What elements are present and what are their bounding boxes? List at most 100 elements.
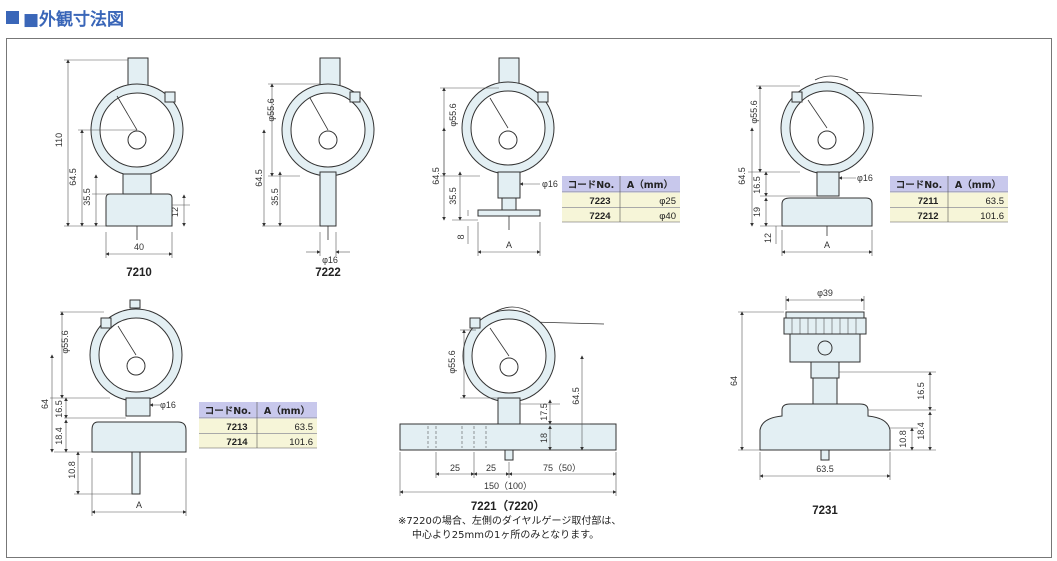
gauge-7213: φ55.6 64 16.5 18.4 10.8 φ16 A — [40, 299, 187, 516]
lever-7211 — [814, 75, 849, 81]
note-line-2: 中心より25mmの1ヶ所のみとなります。 — [412, 528, 599, 541]
dim-25-left: 25 — [450, 463, 460, 473]
clamp-7211 — [791, 91, 803, 103]
dim-35-5: 35.5 — [448, 187, 458, 205]
neck-7223 — [501, 197, 517, 211]
neck-7231 — [810, 361, 840, 379]
knob-7231 — [817, 340, 833, 356]
dim-phi16: φ16 — [322, 255, 338, 265]
sub-dial-7211 — [817, 130, 837, 150]
needle-7222 — [309, 97, 329, 131]
dim-phi55-6: φ55.6 — [448, 103, 458, 126]
gauge-7223: φ55.6 64.5 35.5 8 φ16 A — [431, 57, 558, 256]
plate-7223 — [477, 209, 541, 217]
cap-7213 — [129, 299, 141, 309]
dim-10-8: 10.8 — [67, 461, 77, 479]
clamp-7223 — [537, 91, 549, 103]
dim-19: 19 — [752, 207, 762, 217]
table-cell: φ25 — [659, 196, 676, 207]
holder-7221 — [497, 397, 521, 425]
extension-rod-7213 — [131, 451, 141, 495]
base-7211 — [781, 197, 873, 227]
rod-7222 — [319, 171, 337, 227]
needle-7223 — [489, 97, 509, 129]
dim-phi16: φ16 — [857, 173, 873, 183]
dim-40: 40 — [134, 242, 144, 252]
needle-7213 — [117, 325, 137, 356]
base-7213 — [91, 421, 187, 453]
sub-dial-7222 — [318, 130, 338, 150]
model-label-7231: 7231 — [812, 505, 838, 517]
needle-7210 — [116, 95, 138, 131]
base-bar-7221 — [399, 423, 617, 451]
table-7213-7214: コードNo. A（mm） 7213 63.5 7214 101.6 — [199, 402, 317, 449]
table-header-code: コードNo. — [205, 406, 252, 417]
base-7210 — [105, 193, 173, 227]
gauge-7211: φ55.6 64.5 16.5 19 12 φ16 A — [737, 75, 923, 256]
dim-phi16: φ16 — [160, 400, 176, 410]
model-label-7210: 7210 — [126, 267, 152, 279]
table-cell: 7213 — [226, 422, 247, 433]
table-header-code: コードNo. — [568, 180, 615, 191]
section-title: ■外観寸法図 — [23, 9, 125, 30]
bezel-top-7231 — [785, 311, 865, 319]
dim-phi39: φ39 — [817, 288, 833, 298]
table-cell: 7214 — [226, 437, 248, 448]
clamp-7213 — [100, 317, 112, 329]
gauge-7221: φ55.6 64.5 17.5 18 25 25 75（50） 150（100）… — [398, 306, 621, 541]
dim-35-5: 35.5 — [82, 188, 92, 206]
dim-110: 110 — [54, 133, 64, 147]
dim-75: 75（50） — [543, 463, 581, 473]
table-cell: 63.5 — [986, 196, 1005, 207]
dim-150: 150（100） — [484, 481, 532, 491]
dim-64-5: 64.5 — [254, 169, 264, 187]
holder-7211 — [816, 171, 840, 197]
section-header: ■外観寸法図 — [6, 4, 124, 30]
dim-phi55-6: φ55.6 — [447, 350, 457, 373]
clamp-7210 — [164, 91, 176, 103]
needle-7221 — [489, 327, 510, 357]
gauge-dial-7211 — [789, 90, 865, 166]
base-7231 — [759, 403, 891, 451]
dim-12: 12 — [170, 207, 180, 217]
knurl-lines-7231 — [791, 318, 857, 334]
dim-10-8: 10.8 — [898, 430, 908, 448]
dim-64-5: 64.5 — [431, 167, 441, 185]
dim-17-5: 17.5 — [539, 403, 549, 421]
bezel-knurl-7231 — [783, 317, 867, 335]
drawing-frame — [6, 38, 1052, 558]
table-cell: 7224 — [589, 211, 611, 222]
table-cell: 101.6 — [980, 211, 1004, 222]
dim-25-right: 25 — [486, 463, 496, 473]
dim-16-5: 16.5 — [752, 176, 762, 194]
sub-dial-7213 — [126, 356, 146, 376]
probe-7231 — [820, 449, 830, 461]
dim-18: 18 — [539, 433, 549, 443]
lever-arm-7221 — [531, 321, 605, 325]
dim-A: A — [506, 240, 512, 250]
dim-16-5: 16.5 — [54, 400, 64, 418]
table-cell: 7212 — [917, 211, 938, 222]
dim-16-5: 16.5 — [916, 382, 926, 400]
clamp-7222 — [349, 91, 361, 103]
table-header-code: コードNo. — [896, 180, 943, 191]
table-cell: 7211 — [918, 196, 939, 207]
lever-7221 — [494, 306, 531, 313]
dim-18-4: 18.4 — [916, 422, 926, 440]
dim-64-5: 64.5 — [737, 167, 747, 185]
gauge-7231: φ39 64 16.5 18.4 10.8 63.5 7231 — [729, 288, 936, 517]
clamp-7221 — [469, 317, 481, 329]
dim-35-5: 35.5 — [270, 188, 280, 206]
table-header-a: A（mm） — [264, 405, 310, 417]
lever-arm-7211 — [849, 91, 923, 97]
dim-12: 12 — [763, 233, 773, 243]
gauge-7210: 110 64.5 35.5 12 40 7210 — [54, 57, 190, 279]
sub-dial-7221 — [499, 357, 519, 377]
dim-A: A — [136, 500, 142, 510]
table-header-a: A（mm） — [627, 179, 673, 191]
sub-dial-7210 — [127, 130, 147, 150]
table-cell: 7223 — [589, 196, 610, 207]
holder-7213 — [125, 397, 151, 417]
table-7211-7212: コードNo. A（mm） 7211 63.5 7212 101.6 — [890, 176, 1008, 223]
